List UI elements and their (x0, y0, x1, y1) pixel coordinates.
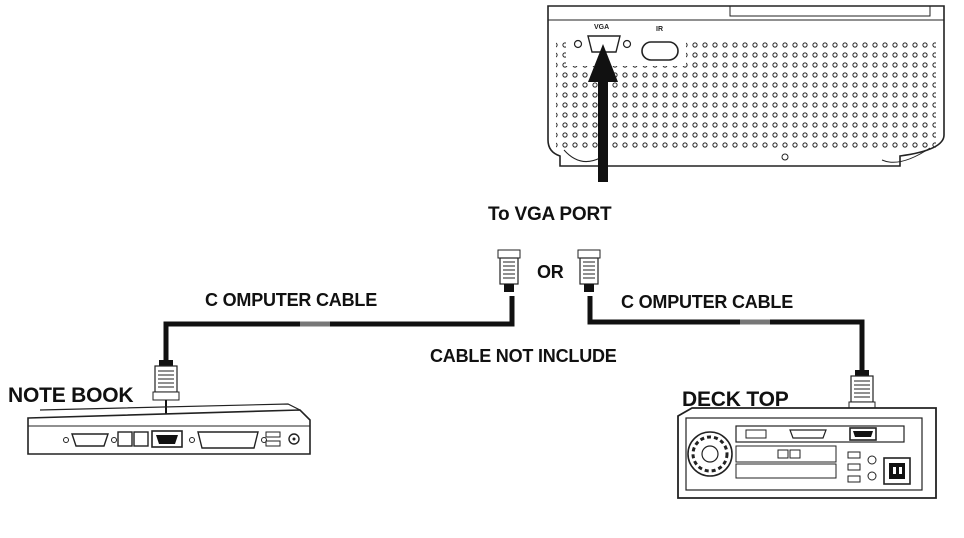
projector (547, 5, 945, 167)
desktop-label: DECK TOP (682, 388, 789, 411)
vga-plug-icon (497, 249, 521, 292)
arrow-up-icon (588, 44, 618, 182)
computer-cable-left-label: C OMPUTER CABLE (205, 290, 377, 310)
notebook (27, 403, 311, 455)
projector-vga-port[interactable] (573, 35, 632, 53)
vga-plug-icon (848, 370, 876, 411)
ir-label: IR (656, 26, 663, 33)
vga-cable-left (163, 296, 515, 362)
desktop-pc (677, 407, 937, 499)
vga-cable-right (587, 296, 865, 372)
to-vga-port-label: To VGA PORT (488, 204, 612, 225)
notebook-label: NOTE BOOK (8, 384, 134, 407)
computer-cable-right-label: C OMPUTER CABLE (621, 292, 793, 312)
vga-plug-icon (577, 249, 601, 292)
vga-plug-icon (152, 360, 180, 401)
ir-receiver (641, 41, 679, 61)
desktop-vga-port[interactable] (849, 427, 877, 441)
vga-port-label: VGA (594, 24, 610, 31)
cable-not-include-label: CABLE NOT INCLUDE (430, 346, 617, 366)
notebook-vga-port[interactable] (151, 430, 183, 448)
or-label: OR (537, 262, 564, 282)
